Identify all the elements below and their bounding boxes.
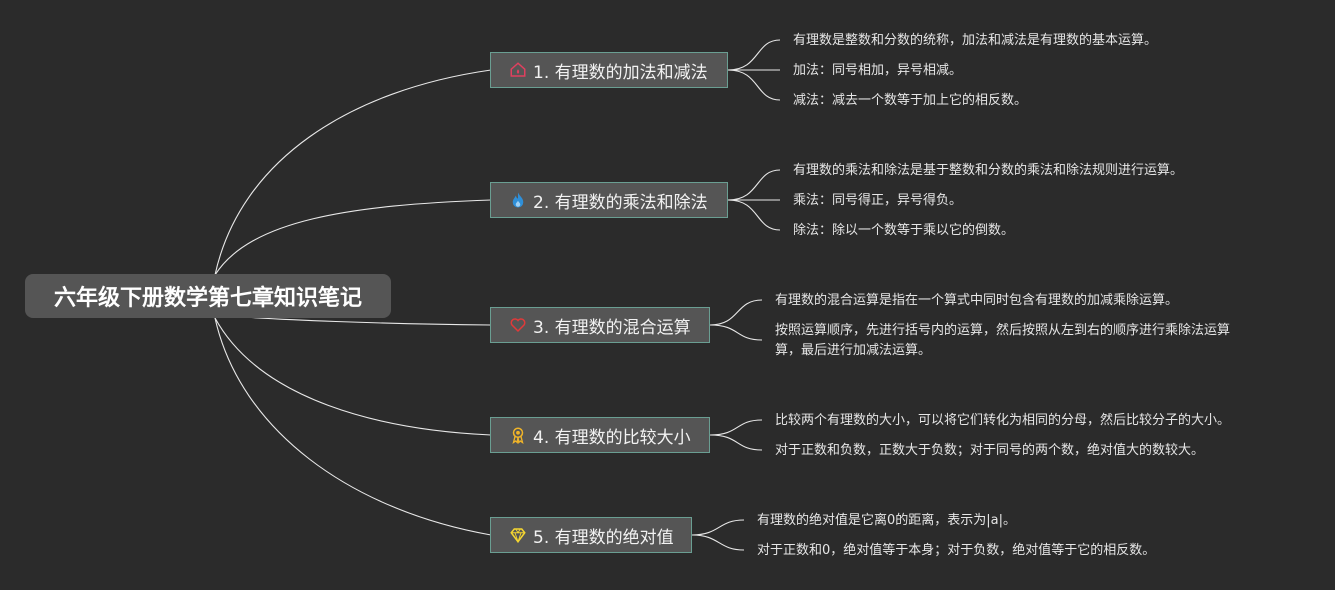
branch-label: 5. 有理数的绝对值 (533, 527, 674, 548)
flame-icon (507, 189, 529, 211)
branch-topic-4[interactable]: 4. 有理数的比较大小 (490, 417, 710, 453)
branch-topic-3[interactable]: 3. 有理数的混合运算 (490, 307, 710, 343)
root-title: 六年级下册数学第七章知识笔记 (53, 286, 362, 311)
branch-label: 4. 有理数的比较大小 (533, 427, 691, 448)
branch-label: 1. 有理数的加法和减法 (533, 62, 708, 83)
leaf-note: 乘法：同号得正，异号得负。 (793, 193, 963, 208)
leaf-note: 比较两个有理数的大小，可以将它们转化为相同的分母，然后比较分子的大小。 (775, 413, 1231, 428)
branch-label: 2. 有理数的乘法和除法 (533, 192, 708, 213)
diamond-icon (507, 524, 529, 546)
leaf-note: 除法：除以一个数等于乘以它的倒数。 (793, 223, 1015, 238)
branch-label: 3. 有理数的混合运算 (533, 317, 691, 338)
leaf-note: 有理数的混合运算是指在一个算式中同时包含有理数的加减乘除运算。 (775, 293, 1179, 308)
leaf-note: 有理数的绝对值是它离0的距离，表示为|a|。 (757, 513, 1016, 528)
leaf-note: 按照运算顺序，先进行括号内的运算，然后按照从左到右的顺序进行乘除法运算 (775, 323, 1231, 338)
branch-topic-1[interactable]: 1. 有理数的加法和减法 (490, 52, 728, 88)
root-topic[interactable]: 六年级下册数学第七章知识笔记 (25, 274, 391, 318)
branch-topic-5[interactable]: 5. 有理数的绝对值 (490, 517, 692, 553)
leaf-note: 有理数是整数和分数的统称，加法和减法是有理数的基本运算。 (793, 33, 1158, 48)
branch-topic-2[interactable]: 2. 有理数的乘法和除法 (490, 182, 728, 218)
heart-icon (507, 314, 529, 336)
house-icon (507, 59, 529, 81)
medal-icon (507, 424, 529, 446)
leaf-note: 有理数的乘法和除法是基于整数和分数的乘法和除法规则进行运算。 (793, 163, 1184, 178)
leaf-note: 加法：同号相加，异号相减。 (793, 63, 963, 78)
leaf-note: 减法：减去一个数等于加上它的相反数。 (793, 93, 1028, 108)
leaf-note: 对于正数和负数，正数大于负数；对于同号的两个数，绝对值大的数较大。 (775, 443, 1205, 458)
leaf-note: 对于正数和0，绝对值等于本身；对于负数，绝对值等于它的相反数。 (757, 543, 1156, 558)
leaf-note: 算，最后进行加减法运算。 (775, 343, 932, 358)
